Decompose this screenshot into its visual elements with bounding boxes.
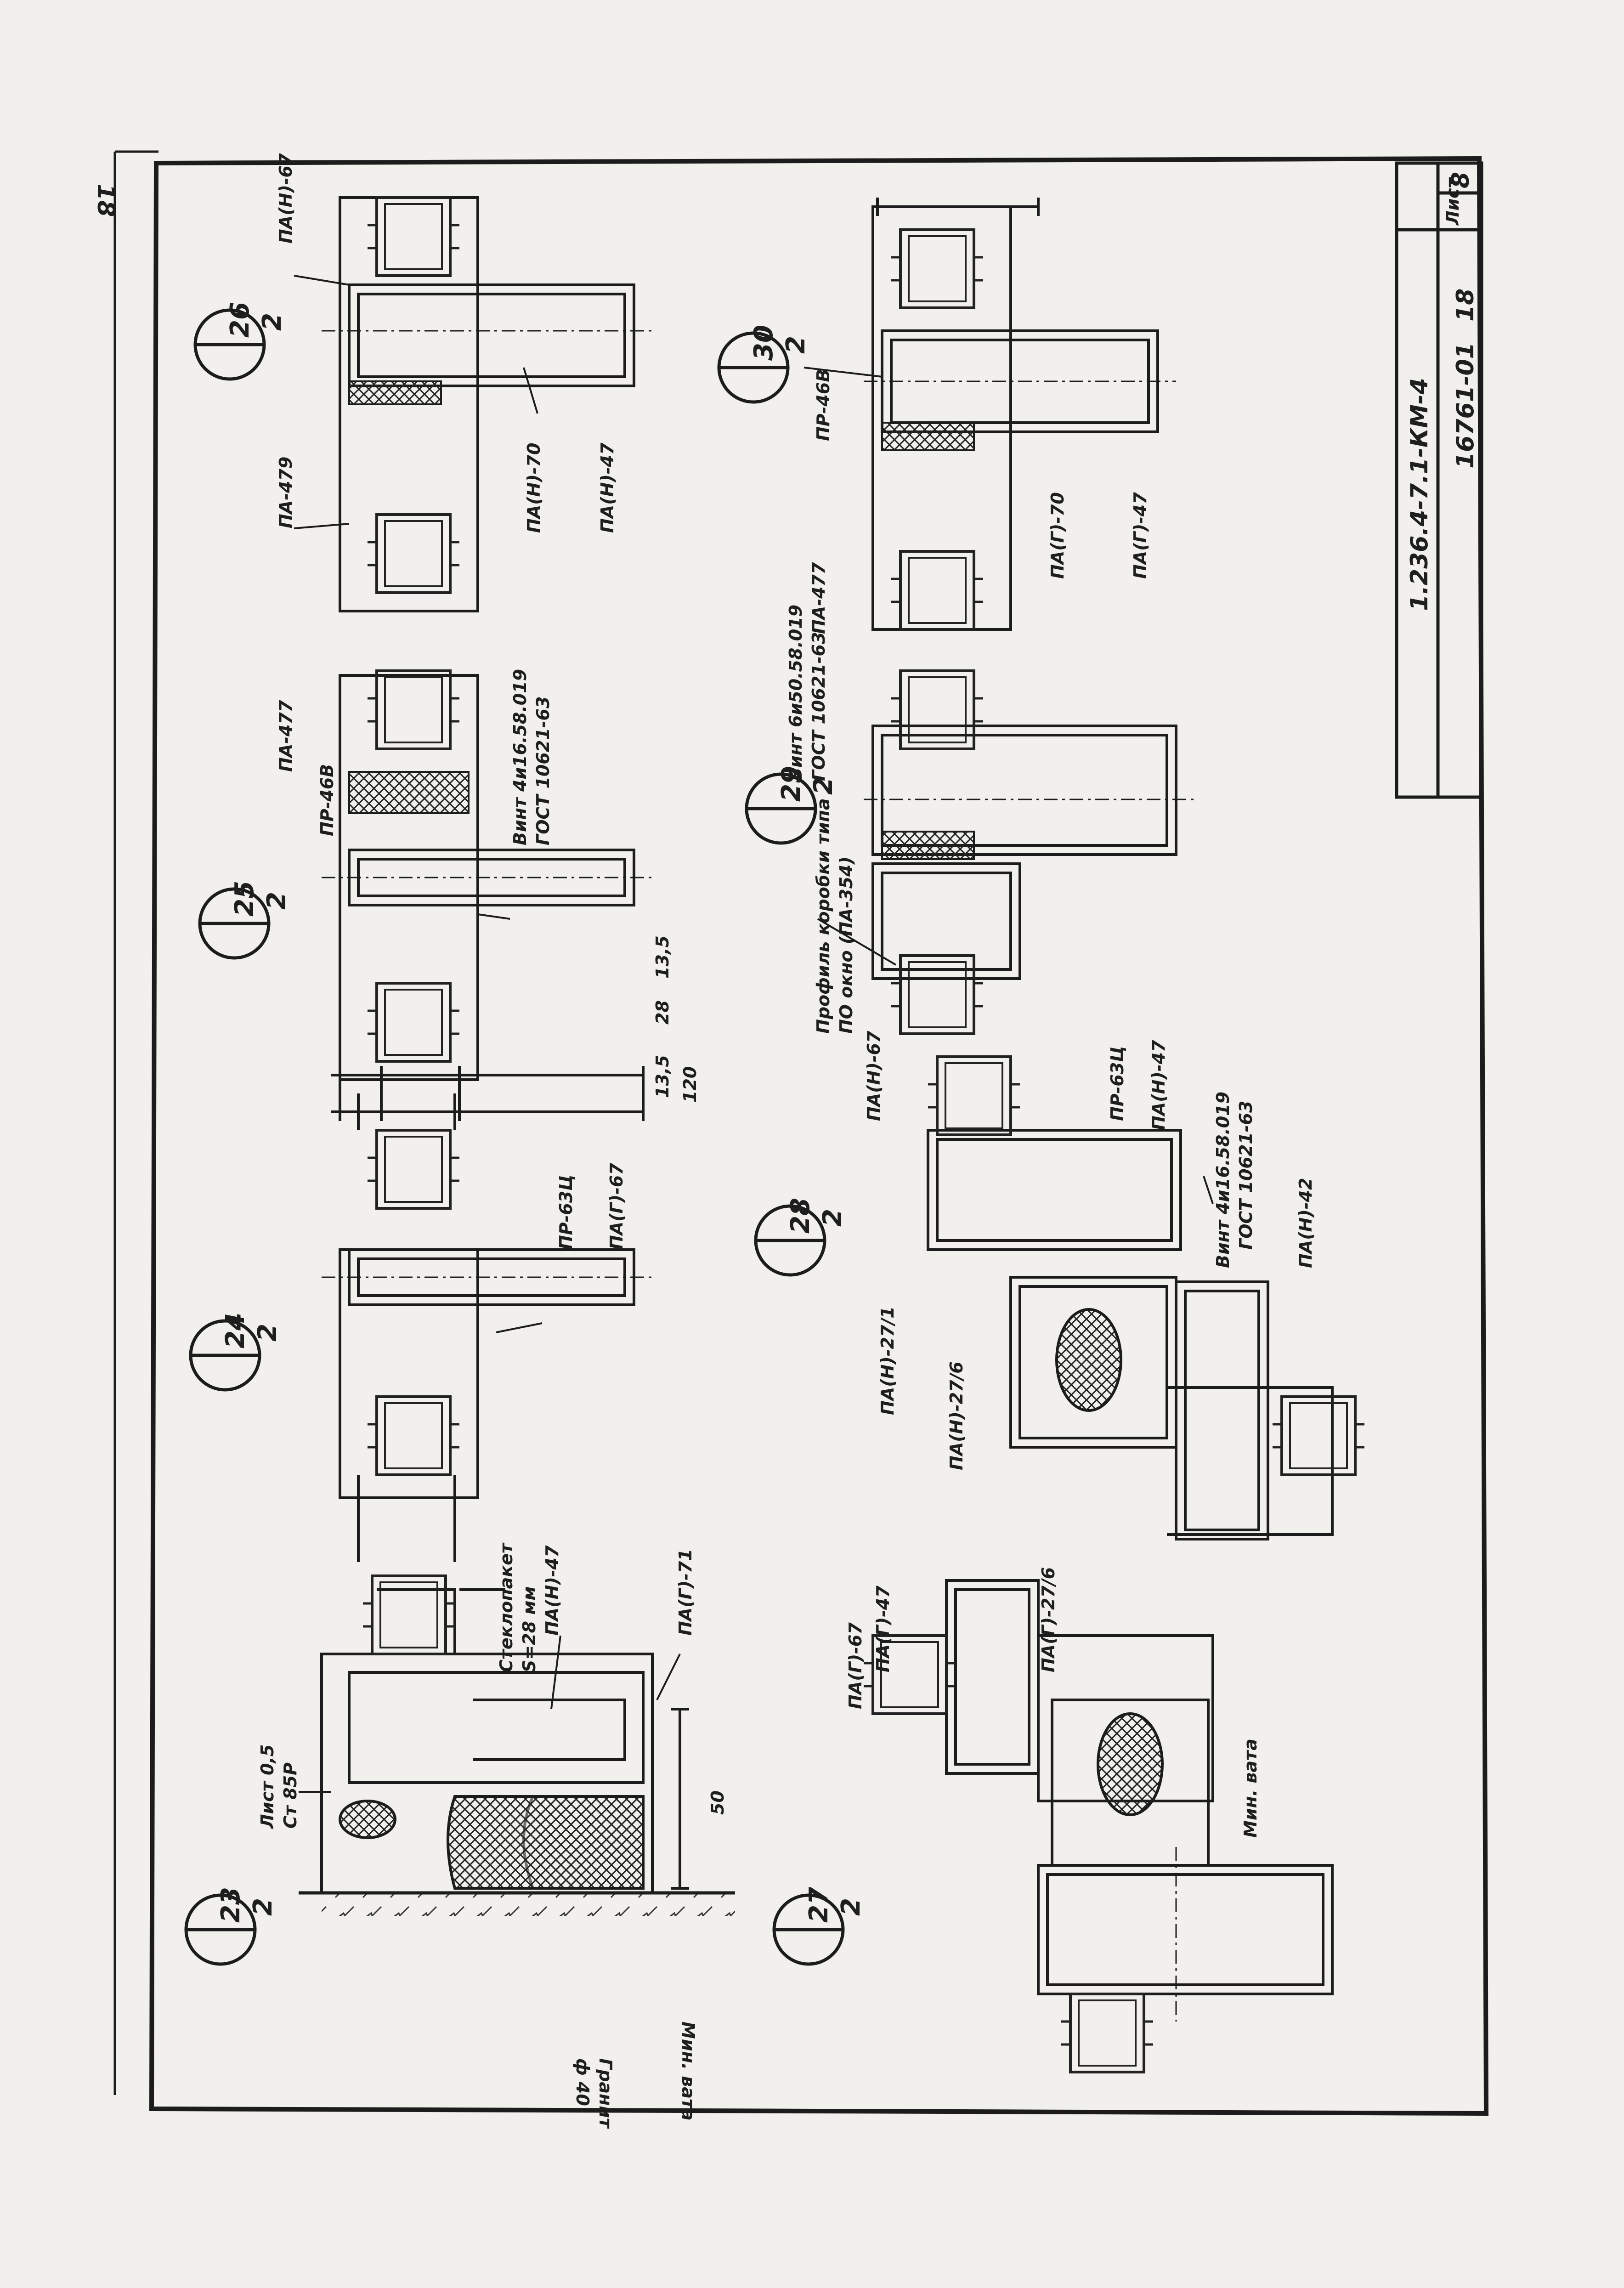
d25-dim-2: 28 <box>652 1000 673 1025</box>
d27-pa47-label: ПА(Г)-47 <box>873 1586 893 1672</box>
d27-pa67-label: ПА(Г)-67 <box>845 1622 866 1709</box>
sheet-frame <box>113 150 1489 2116</box>
d23-granite-dia-label: ф 40 <box>572 2058 593 2106</box>
d23-granite-label: Гранит <box>595 2058 616 2128</box>
d25-screw-label: Винт 4и16.58.019 <box>510 668 530 845</box>
detail-29 <box>864 671 1194 1034</box>
d28-pa27b-label: ПА(Н)-27/6 <box>946 1361 967 1470</box>
d26-pa67-label: ПА(Н)-67 <box>276 153 296 244</box>
corner-page-number: 18 <box>92 184 119 217</box>
d29-profile-label: Профиль коробки типа <box>813 798 833 1034</box>
d25-dim-3: 13,5 <box>652 935 673 979</box>
d29-profile-type-label: ПО окно (ПА-354) <box>836 856 856 1034</box>
detail-27 <box>864 1579 1334 2072</box>
detail-27-sheet: 2 <box>836 1898 866 1916</box>
d30-pr-label: ПР-46В <box>813 368 833 441</box>
detail-30-sheet: 2 <box>781 336 811 354</box>
leader-lines <box>294 275 1214 1793</box>
detail-23-sheet: 2 <box>248 1898 278 1916</box>
d26-pa47-label: ПА(Н)-47 <box>597 442 617 533</box>
d28-pa42-label: ПА(Н)-42 <box>1296 1178 1316 1268</box>
d29-screw-label: Винт 6и50.58.019 <box>786 604 806 781</box>
d25-dim-4: 120 <box>680 1066 700 1103</box>
d26-pa70-label: ПА(Н)-70 <box>524 442 544 533</box>
d28-screw-standard-label: ГОСТ 10621-63 <box>1236 1100 1256 1250</box>
d24-glass-thickness-label: S=28 мм <box>519 1586 539 1672</box>
detail-27-number: 27 <box>804 1887 834 1923</box>
designation: 1.236.4-7.1-КМ-4 <box>1406 378 1433 611</box>
d23-wool-label: Мин. вата <box>678 2022 698 2121</box>
d23-dim-label: 50 <box>707 1790 728 1815</box>
d23-profile-a-label: ПА(Н)-47 <box>542 1545 562 1636</box>
archive-number: 16761-01 <box>1452 342 1479 469</box>
d25-screw-standard-label: ГОСТ 10621-63 <box>533 696 553 845</box>
d30-pa47-label: ПА(Г)-47 <box>1130 492 1150 579</box>
detail-25-number: 25 <box>230 881 260 917</box>
d24-pa-label: ПА(Г)-67 <box>606 1163 627 1250</box>
d28-screw-label: Винт 4и16.58.019 <box>1213 1091 1233 1268</box>
d24-glass-label: Стеклопакет <box>496 1543 516 1672</box>
detail-28-number: 28 <box>786 1198 815 1234</box>
d30-pa70-label: ПА(Г)-70 <box>1047 492 1068 579</box>
d28-pa47-label: ПА(Н)-47 <box>1149 1040 1169 1130</box>
detail-28-sheet: 2 <box>818 1209 848 1227</box>
d23-sheet-label: Лист 0,5 <box>257 1744 277 1829</box>
detail-28 <box>927 1057 1364 1540</box>
detail-24-number: 24 <box>221 1313 250 1348</box>
d27-pa27-label: ПА(Г)-27/6 <box>1038 1567 1058 1672</box>
d26-pa479-label: ПА-479 <box>276 456 296 528</box>
d29-screw-standard-label: ГОСТ 10621-63 <box>809 632 829 781</box>
detail-30-number: 30 <box>749 325 779 361</box>
detail-26-sheet: 2 <box>257 313 287 331</box>
d28-pa67-label: ПА(Н)-67 <box>864 1031 884 1121</box>
d23-steel-label: Ст 85Р <box>280 1762 300 1829</box>
d28-pa27a-label: ПА(Н)-27/1 <box>877 1306 898 1415</box>
d24-pr-label: ПР-63Ц <box>556 1174 576 1250</box>
detail-25 <box>322 671 652 1121</box>
archive-page: 18 <box>1452 288 1479 322</box>
sheet-number: 8 <box>1447 171 1475 188</box>
detail-30 <box>864 198 1176 631</box>
d23-profile-b-label: ПА(Г)-71 <box>675 1549 696 1636</box>
d30-pa477-label: ПА-477 <box>809 562 829 634</box>
detail-bubbles <box>184 308 845 1966</box>
detail-25-sheet: 2 <box>262 892 292 910</box>
detail-23-number: 23 <box>216 1887 246 1923</box>
detail-26 <box>322 196 652 612</box>
d28-pr-label: ПР-63Ц <box>1107 1046 1127 1121</box>
detail-24-sheet: 2 <box>253 1324 283 1342</box>
detail-23 <box>299 1576 735 1916</box>
d25-dim-1: 13,5 <box>652 1055 673 1098</box>
d25-pr-label: ПР-46В <box>317 764 337 836</box>
detail-24 <box>322 1093 652 1562</box>
detail-26-number: 26 <box>225 302 255 338</box>
d25-pa-label: ПА-477 <box>276 700 296 772</box>
title-block <box>1395 161 1483 799</box>
d27-wool-label: Мин. вата <box>1240 1739 1261 1838</box>
